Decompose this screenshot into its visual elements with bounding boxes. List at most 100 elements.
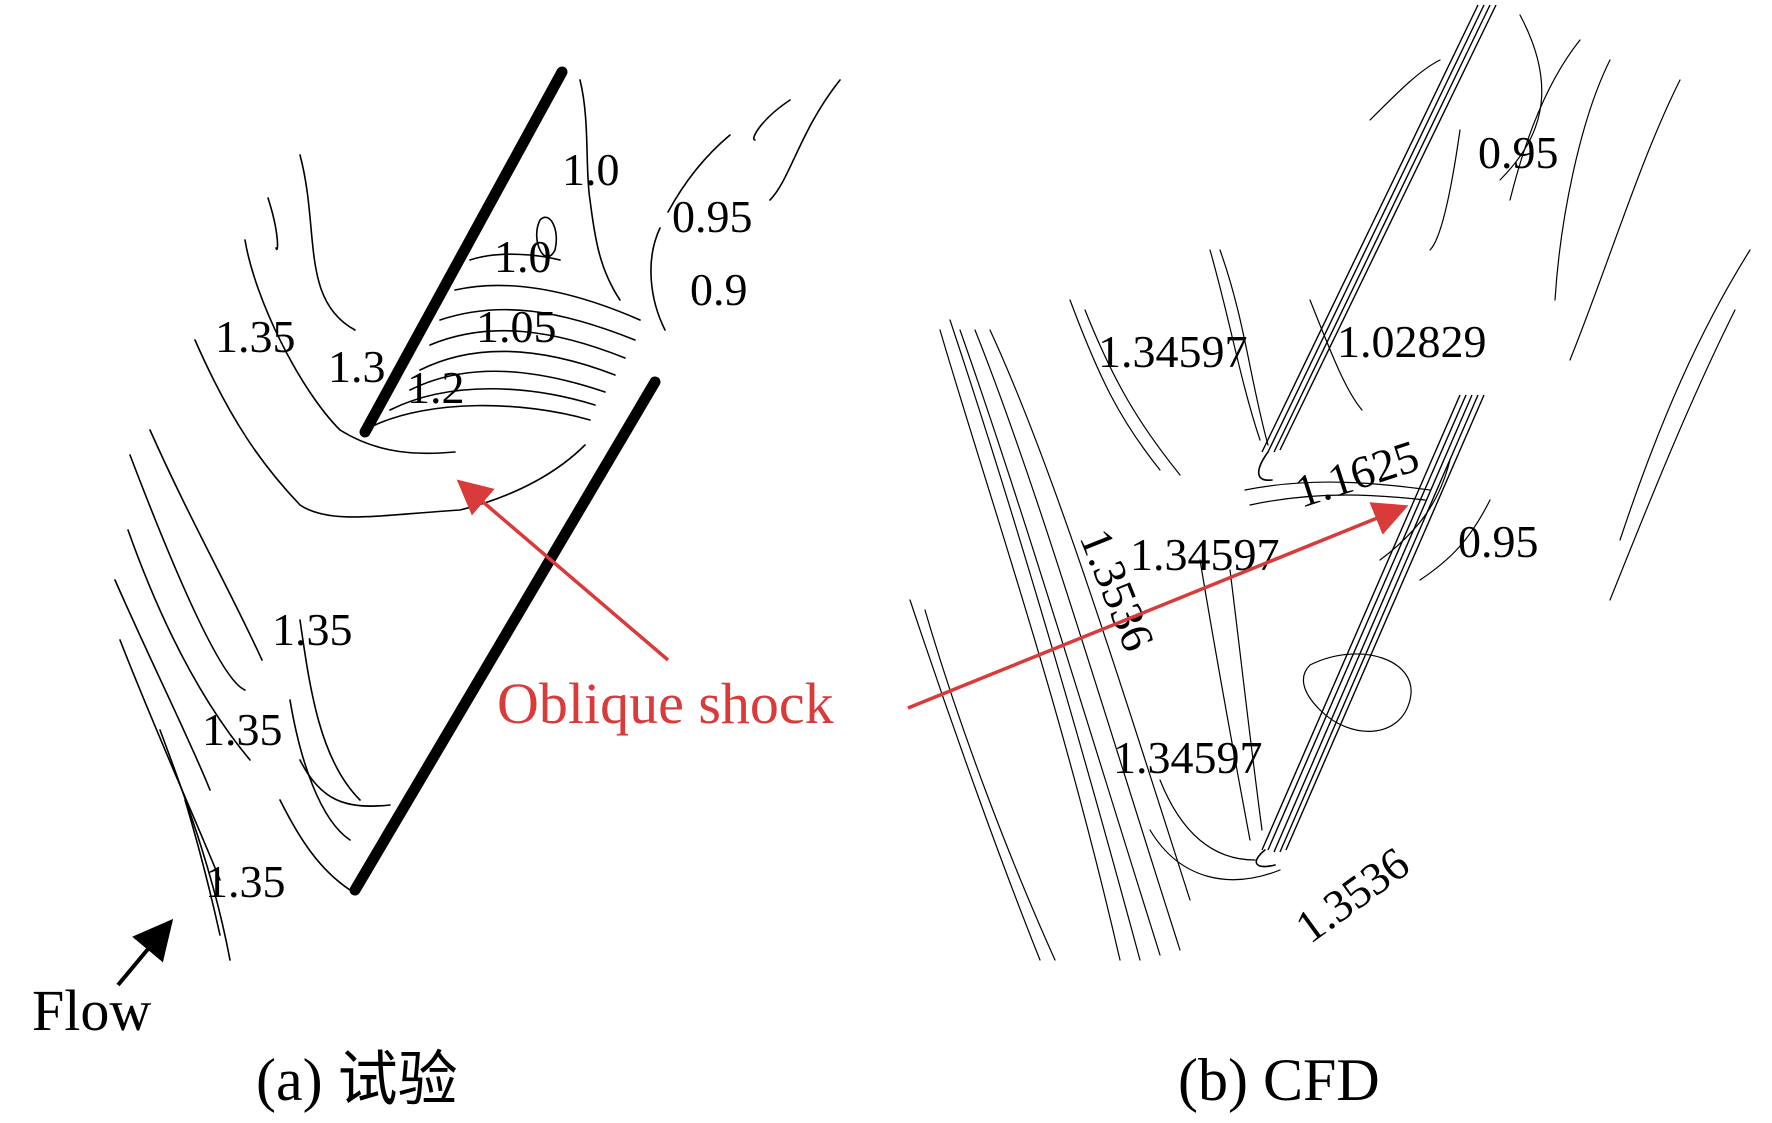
contour-line (409, 370, 606, 393)
contour-label: 1.2 (407, 362, 465, 413)
shock-line-cfd-lower (1267, 394, 1467, 851)
contour-label: 0.9 (690, 264, 748, 315)
shock-line-cfd-upper (1261, 4, 1479, 453)
contour-line (1429, 129, 1461, 251)
contour-label: 1.34597 (1130, 529, 1280, 580)
contour-line (159, 729, 231, 961)
shock-line-cfd-upper (1273, 4, 1491, 453)
contour-label: 1.34597 (1098, 326, 1248, 377)
contour-line (667, 134, 731, 213)
contour-line (289, 699, 351, 841)
contour-line (1569, 79, 1681, 361)
contour-label: 1.05 (476, 301, 557, 352)
contour-line (1554, 59, 1611, 301)
contour-label: 1.35 (215, 311, 296, 362)
contour-line (579, 79, 621, 301)
shock-line-cfd-upper (1267, 4, 1485, 453)
contour-line (1257, 451, 1273, 481)
contour-line (129, 454, 246, 691)
contour-label: 1.3 (328, 341, 386, 392)
contour-line (753, 99, 791, 141)
contour-label: 0.95 (1458, 516, 1539, 567)
contour-label: 1.34597 (1113, 732, 1263, 783)
shock-line-cfd-lower (1285, 394, 1485, 851)
contour-label: 1.0 (494, 231, 552, 282)
contour-line (299, 619, 361, 801)
panel-b-labels: 0.95 1.34597 1.02829 1.1625 1.34597 0.95… (1070, 127, 1559, 953)
contour-line (1379, 459, 1451, 561)
contour-line (439, 308, 636, 341)
contour-line (1309, 299, 1363, 411)
contour-line (149, 429, 263, 661)
contour-line (1249, 494, 1426, 506)
contour-line (1229, 569, 1263, 831)
flow-indicator: Flow (32, 918, 174, 1043)
contour-line (127, 529, 251, 761)
contour-line (769, 79, 841, 201)
contour-label: 1.3536 (1286, 837, 1418, 953)
shock-line-cfd-lower (1261, 394, 1461, 851)
shock-line-cfd-upper (1279, 4, 1497, 451)
contour-line (194, 339, 586, 518)
shock-line-lower (349, 376, 661, 896)
shock-line-cfd-lower (1273, 394, 1473, 853)
contour-line (1369, 59, 1441, 121)
contour-line (184, 799, 221, 936)
contour-line (939, 329, 1121, 961)
contour-line (1499, 14, 1543, 181)
contour-line (1149, 829, 1281, 881)
contour-line (454, 284, 641, 321)
contour-label: 1.0 (562, 144, 620, 195)
contour-line (650, 227, 666, 331)
flow-label: Flow (32, 978, 151, 1043)
contour-line (974, 329, 1181, 951)
contour-line (469, 253, 561, 261)
contour-line (1219, 249, 1269, 446)
contour-line (419, 350, 616, 376)
oblique-shock-annotation: Oblique shock (456, 479, 1409, 736)
panel-b-contours (909, 4, 1751, 961)
contour-line (959, 329, 1161, 956)
annotation-arrow-right-icon (907, 502, 1409, 710)
contour-line (1419, 499, 1491, 581)
contour-line (909, 599, 1041, 961)
contour-line (299, 154, 356, 331)
contour-line (374, 404, 591, 426)
contour-label: 1.35 (205, 856, 286, 907)
contour-line (1302, 653, 1412, 732)
shock-line-upper (359, 66, 568, 438)
contour-label: 0.95 (672, 191, 753, 242)
contour-label: 1.02829 (1337, 316, 1487, 367)
contour-line (1069, 299, 1161, 471)
contour-line (429, 329, 626, 359)
contour-line (299, 759, 391, 807)
contour-line (267, 197, 279, 251)
contour-line (1609, 309, 1736, 601)
panel-a-contours (114, 66, 841, 961)
contour-line (114, 579, 211, 791)
annotation-arrow-left-icon (456, 479, 670, 662)
contour-line (924, 609, 1056, 961)
contour-label: 1.35 (272, 604, 353, 655)
contour-line (535, 216, 558, 258)
contour-line (279, 799, 351, 891)
flow-arrow-icon (116, 918, 174, 987)
contour-line (1509, 39, 1581, 201)
annotation-text: Oblique shock (497, 671, 834, 736)
contour-line (1159, 779, 1256, 861)
contour-line (389, 388, 596, 411)
contour-line (1084, 309, 1181, 476)
contour-label: 1.35 (202, 704, 283, 755)
caption-b: (b) CFD (1178, 1047, 1380, 1113)
contour-line (949, 319, 1141, 961)
contour-label: 0.95 (1478, 127, 1559, 178)
caption-a: (a) 试验 (256, 1047, 458, 1113)
contour-line (1255, 849, 1276, 868)
contour-line (119, 639, 221, 881)
shock-line-cfd-lower (1279, 394, 1479, 853)
contour-label: 1.1625 (1289, 430, 1425, 518)
contour-line (989, 329, 1191, 901)
contour-line (1244, 481, 1431, 491)
panel-a-labels: 1.0 0.95 1.0 0.9 1.35 1.05 1.3 1.2 1.35 … (202, 144, 753, 907)
